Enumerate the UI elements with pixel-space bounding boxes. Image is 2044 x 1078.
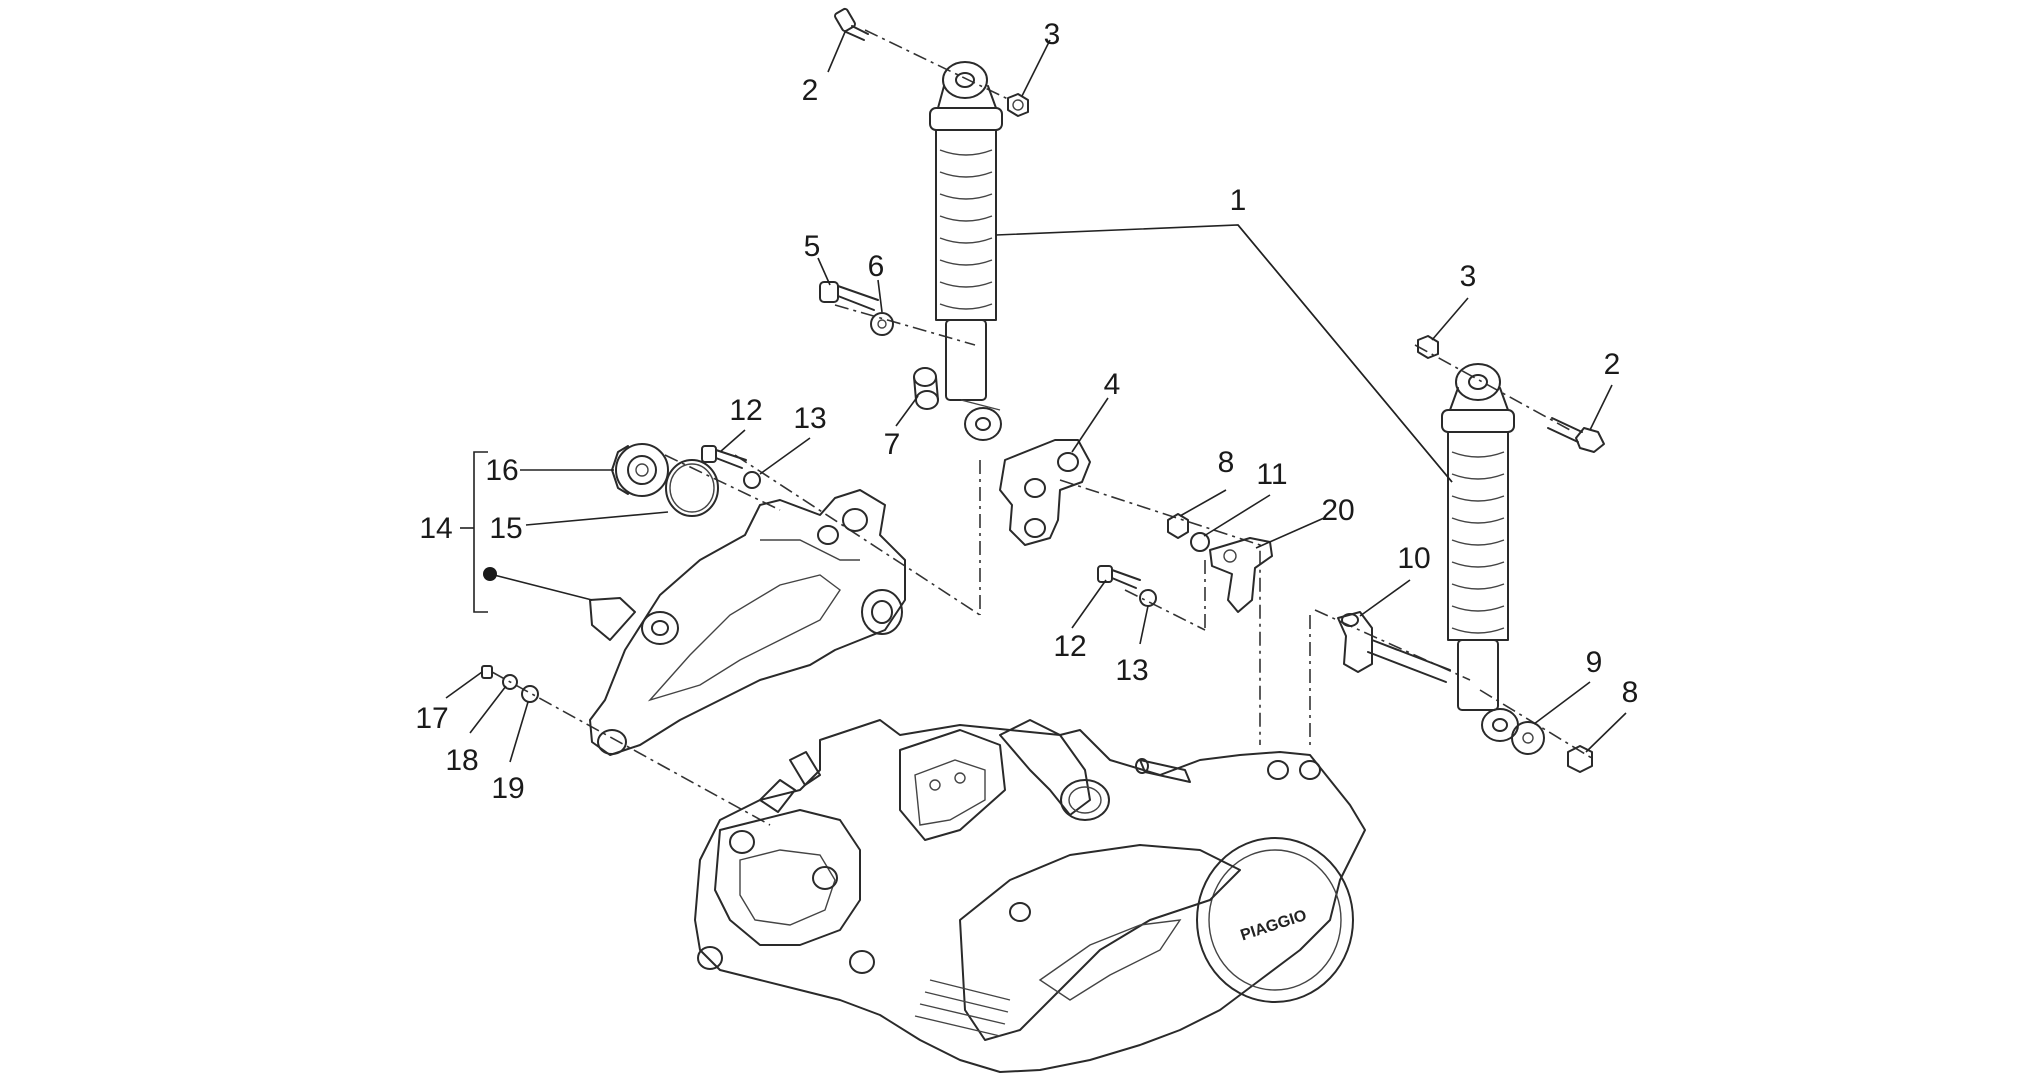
callout-14: 14 <box>419 512 452 545</box>
circlip-15 <box>665 459 719 517</box>
callout-8-upper: 8 <box>1218 446 1235 479</box>
callout-5: 5 <box>804 230 821 263</box>
callout-3-right: 3 <box>1460 260 1477 293</box>
callout-labels: 2 3 1 5 6 3 2 4 12 13 7 16 14 15 8 11 20… <box>415 18 1638 805</box>
callout-13-upper: 13 <box>793 402 826 435</box>
callout-19: 19 <box>491 772 524 805</box>
bracket-20 <box>1209 537 1273 613</box>
bearing-16 <box>611 443 669 497</box>
leader-lines <box>445 31 1627 763</box>
callout-3-top: 3 <box>1044 18 1061 51</box>
callout-8-right: 8 <box>1622 676 1639 709</box>
callout-20: 20 <box>1321 494 1354 527</box>
callout-10: 10 <box>1397 542 1430 575</box>
callout-9: 9 <box>1586 646 1603 679</box>
callout-2-top: 2 <box>802 74 819 107</box>
shock-absorber-left <box>929 61 1003 441</box>
callout-2-right: 2 <box>1604 348 1621 381</box>
pivot-shaft-10 <box>1337 611 1451 683</box>
callout-12-lower: 12 <box>1053 630 1086 663</box>
callout-11: 11 <box>1256 458 1287 491</box>
reference-dot <box>483 567 497 581</box>
callout-16: 16 <box>485 454 518 487</box>
bracket-4 <box>999 439 1091 546</box>
callout-4: 4 <box>1104 368 1121 401</box>
callout-7: 7 <box>884 428 901 461</box>
callout-1: 1 <box>1230 184 1247 217</box>
shock-absorber-right <box>1441 363 1519 742</box>
callout-18: 18 <box>445 744 478 777</box>
callout-12-upper: 12 <box>729 394 762 427</box>
callout-15: 15 <box>489 512 522 545</box>
callout-13-lower: 13 <box>1115 654 1148 687</box>
callout-6: 6 <box>868 250 885 283</box>
engine-support-bracket <box>589 489 906 756</box>
callout-17: 17 <box>415 702 448 735</box>
engine-assembly: PIAGGIO <box>694 719 1366 1073</box>
engine-logo-text: PIAGGIO <box>1238 907 1308 944</box>
fasteners <box>481 7 1605 773</box>
assembly-axes <box>491 29 1596 826</box>
